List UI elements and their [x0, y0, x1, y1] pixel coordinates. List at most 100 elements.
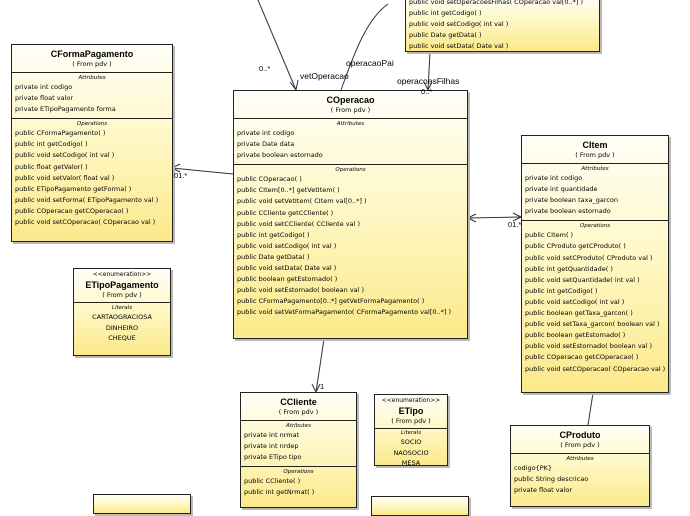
operation-row: public float getValor( ) [15, 162, 88, 171]
attributes-caption: Attributes [78, 75, 106, 81]
attributes-caption: Attributes [581, 166, 609, 172]
class-header: CCliente ( From pdv ) [241, 393, 356, 421]
stereotype: <<enumeration>> [381, 397, 441, 404]
class-name: CFormaPagamento [50, 49, 134, 59]
attributes-section: Attributes codigo{PK} public String desc… [511, 454, 649, 499]
literal-row: MESA [401, 459, 421, 466]
multiplicity-operacoesfilhas: 0..* [421, 87, 433, 96]
class-header: COperacao ( From pdv ) [234, 91, 467, 119]
attribute-row: private int nrdep [244, 442, 299, 451]
operation-row: public int getCodigo( ) [15, 140, 88, 149]
association-produto [587, 392, 594, 426]
operation-row: public void setOperacoesFilhas( COperaca… [409, 0, 584, 6]
class-package: ( From pdv ) [72, 60, 112, 68]
operation-row: public Date getData( ) [409, 31, 482, 40]
operation-row: public void setValor( float val ) [15, 173, 115, 182]
association-lines [171, 0, 594, 426]
class-partial-bottom-middle[interactable] [371, 496, 469, 516]
operation-row: public void setEstornado( boolean val ) [237, 286, 365, 295]
role-label-vetoperacao: vetOperacao [300, 71, 349, 81]
class-package: ( From pdv ) [560, 441, 600, 449]
operation-row: public void setCodigo( int val ) [525, 297, 625, 306]
class-header: <<enumeration>> ETipo ( From pdv ) [375, 395, 447, 429]
operation-row: public CProduto getCProduto( ) [525, 242, 626, 251]
attribute-row: private Date data [237, 140, 295, 149]
class-name: ETipo [398, 406, 424, 416]
operation-row: public void setData( Date val ) [409, 42, 509, 51]
stereotype: <<enumeration>> [92, 271, 152, 278]
attribute-row: private ETipoPagamento forma [15, 105, 116, 114]
class-name: CItem [582, 140, 608, 150]
operation-row: public CCliente( ) [244, 477, 301, 486]
attributes-section: Attributes private int codigo private Da… [234, 119, 467, 166]
attributes-caption: Attributes [336, 121, 365, 127]
operation-row: public void setVetFormaPagamento( CForma… [237, 308, 452, 317]
operation-row: public void setEstornado( boolean val ) [525, 342, 653, 351]
class-top-fragment[interactable]: public void setOperacoesFilhas( COperaca… [405, 0, 600, 52]
operations-caption: Operations [335, 167, 366, 174]
class-cproduto[interactable]: CProduto ( From pdv ) Attributes codigo{… [510, 425, 650, 507]
operation-row: public void setCProduto( CProduto val ) [525, 253, 653, 262]
enum-etipopagamento[interactable]: <<enumeration>> ETipoPagamento ( From pd… [73, 268, 171, 356]
class-name: ETipoPagamento [85, 280, 159, 290]
operation-row: public int getNrmat( ) [244, 488, 315, 497]
operation-row: public void setData( Date val ) [237, 264, 337, 273]
operation-row: public void setCOperacao( COperacao val … [525, 364, 666, 373]
operation-row: public void setTaxa_garcon( boolean val … [525, 320, 660, 329]
class-header: CFormaPagamento ( From pdv ) [12, 45, 172, 73]
operation-row: public int getCodigo( ) [409, 9, 482, 18]
operation-row: public boolean getEstornado( ) [525, 331, 626, 340]
attributes-caption: Attributes [566, 456, 594, 462]
operation-row: public int getQuantidade( ) [525, 264, 613, 273]
multiplicity-cliente: 1 [320, 382, 325, 391]
attribute-row: private int codigo [15, 83, 73, 91]
enum-etipo[interactable]: <<enumeration>> ETipo ( From pdv ) Liter… [374, 394, 448, 466]
multiplicity-vetoperacao: 0..* [259, 64, 271, 73]
association-cliente [315, 338, 325, 393]
class-package: ( From pdv ) [330, 106, 371, 114]
operations-section: public void setOperacoesFilhas( COperaca… [406, 0, 599, 51]
operation-row: public COperacao getCOperacao( ) [525, 353, 639, 362]
operations-caption: Operations [283, 469, 314, 476]
operation-row: public COperacao( ) [237, 175, 302, 184]
literals-caption: Literals [111, 305, 133, 311]
class-header: <<enumeration>> ETipoPagamento ( From pd… [74, 269, 170, 303]
operation-row: public void setQuantidade( int val ) [525, 275, 640, 284]
operation-row: public CCliente getCCliente( ) [237, 208, 334, 217]
operations-caption: Operations [76, 121, 108, 128]
attribute-row: private int quantidade [525, 185, 598, 194]
operations-section: Operations public CCliente( ) public int… [241, 467, 356, 501]
operation-row: public boolean getEstornado( ) [237, 275, 338, 284]
class-package: ( From pdv ) [391, 417, 431, 425]
class-cformapagamento[interactable]: CFormaPagamento ( From pdv ) Attributes … [11, 44, 173, 242]
operation-row: public CFormaPagamento( ) [15, 129, 106, 138]
operation-row: public COperacao getCOperacao( ) [15, 206, 129, 215]
class-header: CItem ( From pdv ) [522, 136, 668, 164]
class-ccliente[interactable]: CCliente ( From pdv ) Atributes private … [240, 392, 357, 508]
literals-section: Literals CARTAOGRACIOSA DINHEIRO CHEQUE [74, 303, 170, 347]
operation-row: public int getCodigo( ) [525, 286, 598, 295]
attribute-row: private ETipo tipo [244, 453, 302, 462]
literals-caption: Literals [400, 430, 422, 436]
attribute-row: private boolean estornado [237, 151, 323, 160]
class-coperacao[interactable]: COperacao ( From pdv ) Attributes privat… [233, 90, 468, 339]
class-header: CProduto ( From pdv ) [511, 426, 649, 454]
attributes-section: Atributes private int nrmat private int … [241, 421, 356, 468]
operation-row: public void setCodigo( int val ) [409, 20, 509, 29]
class-name: COperacao [326, 95, 375, 105]
literal-row: DINHEIRO [105, 323, 139, 332]
association-operacaopai [340, 3, 389, 91]
association-formapagamento [171, 167, 234, 175]
operation-row: public ETipoPagamento getForma( ) [15, 184, 132, 193]
role-label-operacaopai: operacaoPai [346, 58, 394, 68]
class-package: ( From pdv ) [575, 151, 615, 159]
literal-row: SOCIO [400, 438, 422, 446]
operation-row: public void setCodigo( int val ) [237, 241, 337, 250]
class-citem[interactable]: CItem ( From pdv ) Attributes private in… [521, 135, 669, 393]
class-partial-bottom-left[interactable] [93, 494, 191, 514]
literal-row: NAOSOCIO [393, 448, 429, 457]
association-vetoperacao [257, 0, 297, 91]
attributes-section: Attributes private int codigo private in… [522, 164, 668, 222]
operation-row: public CItem[0..*] getVetItem( ) [237, 186, 340, 195]
operation-row: public CFormaPagamento[0..*] getVetForma… [237, 297, 425, 306]
